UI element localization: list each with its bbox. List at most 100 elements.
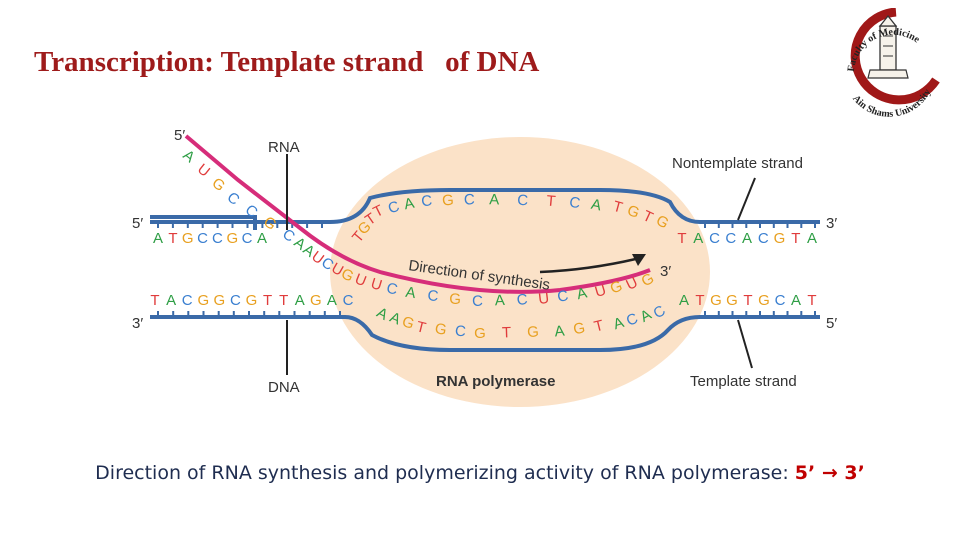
slide-title: Transcription: Template strand of DNA: [34, 46, 540, 78]
rna-base: C: [224, 189, 243, 209]
rna-label: RNA: [268, 139, 300, 156]
bottom-right-base: A: [791, 292, 801, 309]
top-strand-3-prime-end: 3′: [826, 215, 837, 232]
rna-base: U: [369, 275, 384, 294]
bottom-bubble-base: A: [554, 323, 566, 341]
rna-base: G: [209, 174, 229, 195]
top-bubble-base: C: [464, 191, 475, 208]
bottom-left-base: C: [230, 292, 241, 309]
base-pair-ticks: [157, 222, 816, 317]
top-strand-left: [150, 215, 257, 230]
bottom-left-base: G: [197, 292, 209, 309]
bottom-right-base: T: [807, 292, 816, 309]
top-right-base: A: [807, 230, 817, 247]
rna-base: A: [404, 284, 416, 302]
rna-base: C: [556, 287, 570, 306]
top-bubble-base: T: [611, 198, 624, 217]
top-left-base: A: [257, 230, 267, 247]
dna-label: DNA: [268, 379, 300, 396]
rna-polymerase-oval: [330, 137, 710, 407]
bottom-bubble-base: G: [434, 320, 448, 339]
bottom-left-base: C: [182, 292, 193, 309]
crescent-emblem: [850, 8, 940, 105]
top-bubble-base: T: [546, 192, 557, 210]
bottom-left-base: T: [263, 292, 272, 309]
top-bubble-base: A: [489, 191, 499, 208]
bottom-left-base: A: [327, 292, 337, 309]
top-left-base: G: [226, 230, 238, 247]
bottom-bubble-base: G: [527, 323, 540, 341]
top-right-base: T: [791, 230, 800, 247]
bottom-bubble-base: T: [592, 317, 605, 336]
top-bubble-base: G: [442, 192, 455, 210]
bottom-right-base: G: [726, 292, 738, 309]
bottom-bubble-base: T: [502, 324, 512, 341]
top-bubble-base: G: [625, 202, 642, 222]
bottom-left-base: G: [213, 292, 225, 309]
top-left-base: G: [182, 230, 194, 247]
top-bubble-base: C: [517, 192, 529, 210]
top-right-base: G: [774, 230, 786, 247]
top-left-base: C: [242, 230, 253, 247]
rna-base: U: [194, 161, 213, 181]
nontemplate-strand-label: Nontemplate strand: [672, 155, 803, 172]
top-left-base: T: [168, 230, 177, 247]
bottom-bubble-base: A: [611, 314, 626, 333]
top-bubble-base: A: [590, 196, 603, 215]
template-strand-label: Template strand: [690, 373, 797, 390]
caption-text: Direction of RNA synthesis and polymeriz…: [95, 462, 795, 484]
rna-base: U: [537, 290, 550, 308]
top-right-base: C: [709, 230, 720, 247]
bottom-left-base: A: [295, 292, 305, 309]
rna-base: A: [494, 292, 505, 309]
bottom-strand-5-prime-end: 5′: [826, 315, 837, 332]
bottom-right-base: T: [743, 292, 752, 309]
arrowhead-icon: [632, 254, 646, 266]
rna-polymerase-label: RNA polymerase: [436, 373, 556, 390]
bottom-left-base: A: [166, 292, 176, 309]
top-strand-5-prime-end: 5′: [132, 215, 143, 232]
rna-3-prime-end: 3′: [660, 263, 671, 280]
bottom-bubble-base: G: [400, 313, 417, 333]
rna-base: C: [516, 291, 528, 309]
bottom-right-base: T: [695, 292, 704, 309]
bottom-bubble-base: G: [474, 325, 486, 342]
top-right-base: C: [758, 230, 769, 247]
top-bubble-base: C: [421, 192, 434, 210]
rna-base: A: [180, 147, 198, 167]
bottom-strand-bubble: [344, 315, 701, 352]
template-pointer-line: [737, 319, 753, 369]
top-left-base: A: [153, 230, 163, 247]
bottom-left-base: T: [150, 292, 159, 309]
top-right-base: T: [677, 230, 686, 247]
direction-arrow: [539, 256, 641, 274]
university-logo: Faculty of Medicine Ain Shams University: [846, 8, 940, 118]
rna-base: C: [385, 280, 399, 299]
top-left-base: C: [212, 230, 223, 247]
caption-direction: 5’ → 3’: [794, 462, 865, 484]
bottom-right-base: A: [679, 292, 689, 309]
top-right-base: A: [693, 230, 703, 247]
bottom-right-base: C: [775, 292, 786, 309]
rna-base: U: [593, 282, 608, 301]
bottom-bubble-base: C: [454, 323, 466, 341]
top-right-base: A: [742, 230, 752, 247]
nontemplate-pointer-line: [737, 177, 756, 221]
rna-base: A: [575, 285, 589, 304]
bottom-right-base: G: [758, 292, 770, 309]
top-left-base: C: [197, 230, 208, 247]
top-bubble-base: A: [403, 195, 416, 214]
bottom-right-base: G: [710, 292, 722, 309]
top-right-base: C: [725, 230, 736, 247]
rna-base: G: [449, 291, 461, 308]
bottom-left-base: C: [343, 292, 354, 309]
bottom-bubble-base: T: [415, 318, 428, 337]
rna-base: C: [472, 293, 483, 310]
top-bubble-base: C: [386, 198, 402, 218]
rna-strand: [184, 134, 651, 294]
top-strand-bubble: [329, 188, 701, 224]
bottom-left-base: T: [279, 292, 288, 309]
bottom-bubble-base: G: [572, 319, 586, 338]
bottom-left-base: G: [310, 292, 322, 309]
